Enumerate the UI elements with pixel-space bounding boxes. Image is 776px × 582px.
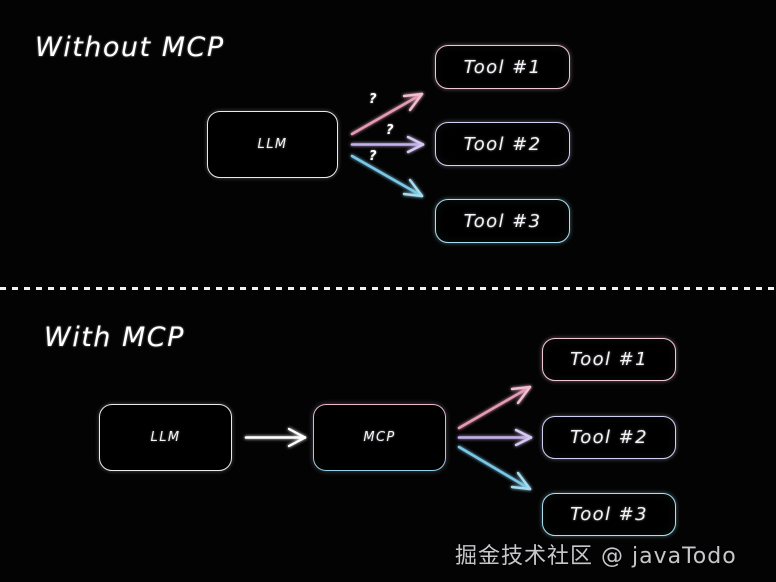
arrow-llm-to-mcp xyxy=(244,427,307,448)
question-mark-3: ? xyxy=(369,149,377,164)
node-tool-2-label-2: Tool #2 xyxy=(570,427,648,448)
arrow-to-tool-2-top xyxy=(350,135,425,154)
node-llm-label-2: LLM xyxy=(150,430,181,445)
node-tool-2-with-mcp: Tool #2 xyxy=(542,416,676,459)
node-mcp: MCP xyxy=(313,404,446,471)
section-title-without-mcp: Without MCP xyxy=(35,32,225,63)
section-title-with-mcp: With MCP xyxy=(44,322,185,353)
node-mcp-label: MCP xyxy=(363,430,396,445)
arrow-to-tool-1-top xyxy=(350,92,424,136)
node-tool-3-label: Tool #3 xyxy=(463,210,542,232)
arrow-mcp-to-tool-2 xyxy=(457,428,533,447)
node-tool-1-label: Tool #1 xyxy=(463,56,542,78)
watermark: 掘金技术社区 @ javaTodo xyxy=(455,544,737,569)
question-mark-1: ? xyxy=(369,92,377,107)
node-tool-1-with-mcp: Tool #1 xyxy=(542,338,676,381)
node-llm-without-mcp: LLM xyxy=(207,111,338,178)
arrow-mcp-to-tool-1 xyxy=(457,385,532,430)
node-tool-1-without-mcp: Tool #1 xyxy=(435,45,570,89)
node-tool-3-without-mcp: Tool #3 xyxy=(435,199,570,243)
node-tool-2-without-mcp: Tool #2 xyxy=(435,122,570,166)
arrow-mcp-to-tool-3 xyxy=(457,445,532,491)
arrow-to-tool-3-top xyxy=(350,154,424,198)
node-llm-label: LLM xyxy=(257,137,288,152)
node-tool-3-label-2: Tool #3 xyxy=(570,504,648,525)
node-tool-1-label-2: Tool #1 xyxy=(570,349,648,370)
node-llm-with-mcp: LLM xyxy=(99,404,232,471)
question-mark-2: ? xyxy=(386,123,394,138)
node-tool-3-with-mcp: Tool #3 xyxy=(542,493,676,536)
node-tool-2-label: Tool #2 xyxy=(463,133,542,155)
